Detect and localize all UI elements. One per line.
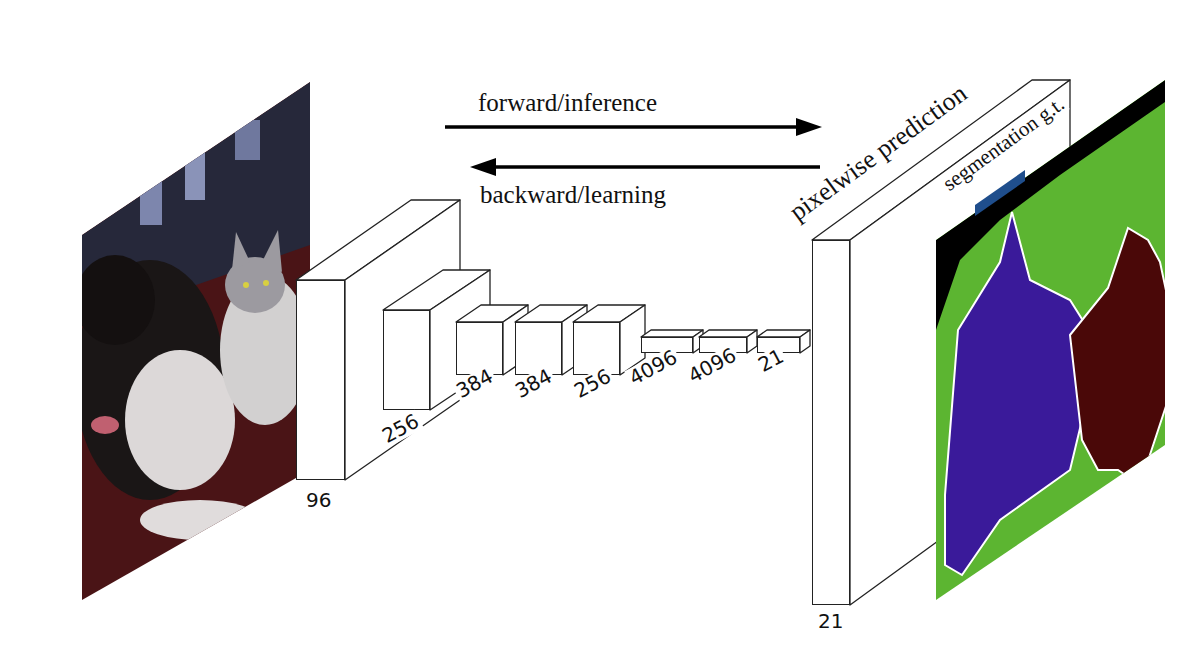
- caption-label: forward/inference: [478, 90, 657, 116]
- conv-layer-block: 384: [515, 322, 562, 375]
- prediction-layer: pixelwise prediction21: [812, 240, 850, 605]
- backward-arrow-head: [470, 158, 496, 176]
- channel-count: 256: [377, 410, 424, 448]
- box-side-face: [747, 330, 757, 353]
- conv-layer-block: 21: [757, 337, 800, 353]
- conv-layer-block: 256: [383, 310, 430, 410]
- conv-layer-block: 256: [573, 322, 620, 375]
- conv-layer-block: 4096: [699, 337, 747, 353]
- forward-arrow-head: [796, 118, 822, 136]
- channel-count: 21: [816, 611, 845, 632]
- forward-arrow-line: [445, 125, 798, 129]
- channel-count: 21: [753, 345, 789, 377]
- channel-count: 4096: [624, 346, 682, 390]
- conv-layer-block: 4096: [641, 337, 693, 353]
- conv-layer-block: 96: [296, 280, 345, 480]
- caption-label: backward/learning: [480, 182, 666, 208]
- channel-count: 256: [569, 365, 616, 403]
- conv-layer-block: 384: [456, 322, 503, 375]
- channel-count: 384: [451, 365, 498, 403]
- layer-title: pixelwise prediction: [783, 78, 973, 227]
- backward-arrow-line: [494, 165, 820, 169]
- channel-count: 96: [304, 490, 333, 511]
- channel-count: 384: [510, 365, 557, 403]
- box-side-face: [800, 330, 810, 353]
